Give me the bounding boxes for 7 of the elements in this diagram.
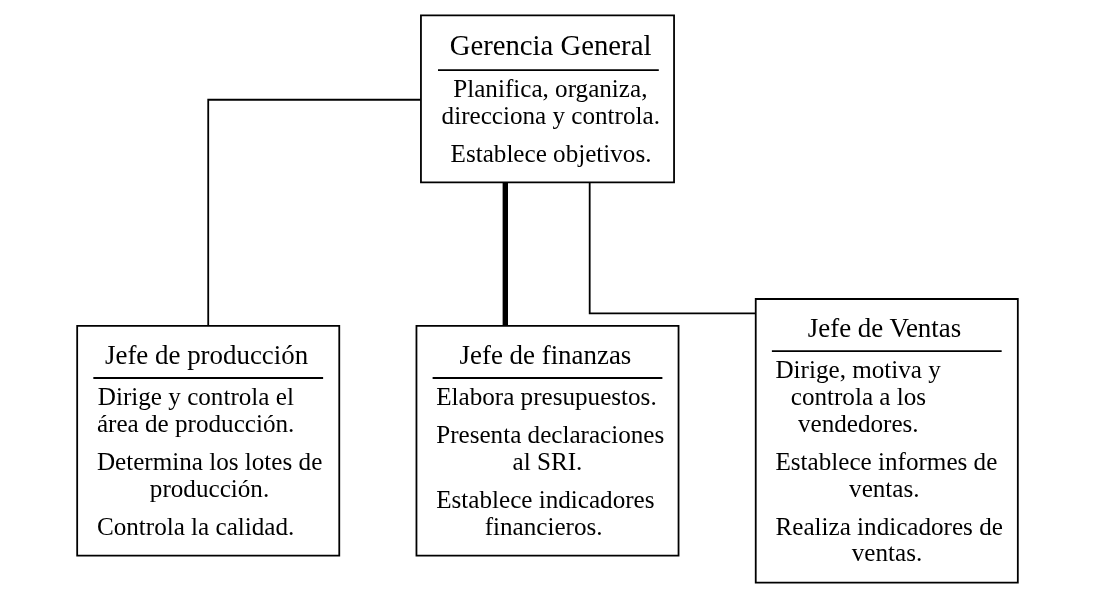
connector	[588, 181, 756, 315]
node-box: Jefe de producción Dirige y controla el área de producción. Determina los lotes de producción. Controla la calidad.	[75, 325, 340, 557]
node-box: Jefe de finanzas Elabora presupuestos. Presenta declaraciones al SRI. Establece indicadores financieros.	[415, 325, 679, 557]
connector	[206, 98, 422, 327]
node-box: Jefe de Ventas Dirige, motiva y controla a los vendedores. Establece informes de ventas. Realiza indicadores de ventas.	[754, 298, 1019, 584]
node-box: Gerencia General Planifica, organiza, direcciona y controla. Establece objetivos.	[419, 14, 675, 184]
connector	[502, 182, 508, 326]
